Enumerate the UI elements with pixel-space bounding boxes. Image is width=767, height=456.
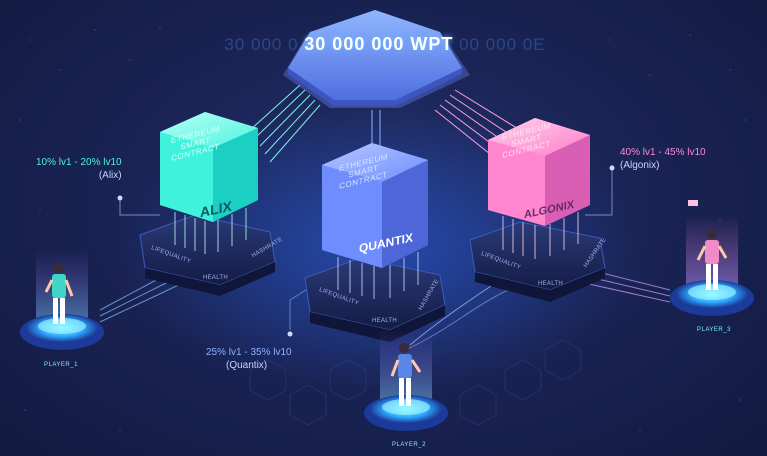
alix-rate-annotation: 10% lv1 - 20% lv10 (Alix): [36, 156, 122, 182]
alix-health-tag: HEALTH: [203, 275, 228, 281]
player-2-label: PLAYER_2: [392, 442, 426, 448]
alix-rate-levels: 10% lv1 - 20% lv10: [36, 156, 122, 169]
wpt-total-ticker: 30 000 0 30 000 000 WPT 00 000 0E: [190, 34, 580, 60]
quantix-health-tag: HEALTH: [372, 318, 397, 324]
quantix-rate-levels: 25% lv1 - 35% lv10: [206, 346, 292, 359]
algonix-rate-name: (Algonix): [620, 159, 706, 172]
player-1-label: PLAYER_1: [44, 362, 78, 368]
quantix-rate-name: (Quantix): [206, 359, 292, 372]
player-3-label: PLAYER_3: [697, 327, 731, 333]
algonix-rate-annotation: 40% lv1 - 45% lv10 (Algonix): [620, 146, 706, 172]
algonix-rate-levels: 40% lv1 - 45% lv10: [620, 146, 706, 159]
ticker-ghost-right: 00 000 0E: [459, 35, 546, 54]
alix-rate-name: (Alix): [36, 169, 122, 182]
ticker-ghost-left: 30 000 0: [224, 35, 298, 54]
ticker-total: 30 000 000 WPT: [304, 34, 453, 54]
algonix-health-tag: HEALTH: [538, 281, 563, 287]
quantix-rate-annotation: 25% lv1 - 35% lv10 (Quantix): [206, 346, 292, 372]
